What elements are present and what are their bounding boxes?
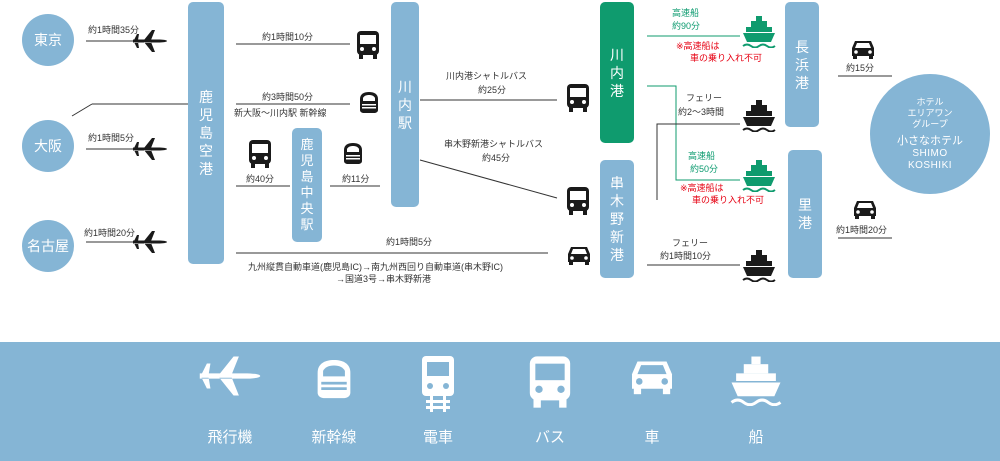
ferry-1-name: フェリー <box>686 93 723 103</box>
nagahama-car-time: 約15分 <box>846 63 875 73</box>
ship-icon <box>730 356 782 406</box>
airplane-icon <box>133 30 167 52</box>
legend-bar: 飛行機 新幹線 電車 バス 車 船 <box>0 342 1000 461</box>
legend-bus: バス <box>510 356 590 446</box>
hotel-line3: グループ <box>912 118 948 129</box>
legend-shinkansen: 新幹線 <box>294 356 374 446</box>
hotel-line1: ホテル <box>916 96 944 107</box>
hotel-line2: エリアワン <box>907 107 953 118</box>
nagoya-flight-time: 約1時間20分 <box>84 228 136 238</box>
ferry-2-time: 約1時間10分 <box>660 251 712 261</box>
highspeed-boat-1-time: 約90分 <box>672 21 701 31</box>
ferry-1-time: 約2～3時間 <box>678 107 725 117</box>
car-route-line2: →国道3号→串木野新港 <box>336 274 432 284</box>
legend-ship-label: 船 <box>748 429 764 446</box>
airplane-icon <box>199 356 261 396</box>
car-icon <box>854 201 876 219</box>
airport-bus-sendai-time: 約1時間10分 <box>262 32 314 42</box>
hub-nagahama-port: 長浜港 <box>785 2 819 127</box>
highspeed-boat-2-note2: 車の乗り入れ不可 <box>692 195 765 205</box>
highspeed-boat-2-time: 約50分 <box>690 164 719 174</box>
shinkansen-icon <box>344 143 362 164</box>
legend-car: 車 <box>612 356 692 446</box>
kushikino-shuttle-name: 串木野新港シャトルバス <box>444 139 544 149</box>
legend-train: 電車 <box>398 356 478 446</box>
shinkansen-icon <box>360 92 378 113</box>
shinkansen-icon <box>317 360 351 399</box>
origin-tokyo: 東京 <box>22 14 74 66</box>
legend-plane: 飛行機 <box>190 356 270 446</box>
hotel-line5: SHIMO <box>912 147 948 159</box>
sendai-shuttle-time: 約25分 <box>478 85 507 95</box>
hub-kagoshima-airport: 鹿児島空港 <box>188 2 224 264</box>
highspeed-boat-2-name: 高速船 <box>688 151 716 161</box>
train-icon <box>422 356 454 412</box>
bus-icon <box>567 84 589 112</box>
osaka-flight-time: 約1時間5分 <box>88 133 135 143</box>
car-icon <box>632 361 672 395</box>
legend-plane-label: 飛行機 <box>207 429 253 446</box>
sendai-shuttle-name: 川内港シャトルバス <box>446 71 528 81</box>
car-icon <box>852 41 874 59</box>
airplane-icon <box>133 138 167 160</box>
airport-bus-chuo-time: 約40分 <box>246 174 275 184</box>
car-icon <box>568 247 590 265</box>
osaka-shinkansen-note: 新大阪～川内駅 新幹線 <box>234 108 327 118</box>
bus-icon <box>357 31 379 59</box>
hub-sendai-station: 川内駅 <box>391 2 419 207</box>
highspeed-boat-1-note2: 車の乗り入れ不可 <box>690 53 763 63</box>
ferry-icon <box>742 100 776 132</box>
hub-kagoshima-chuo-station: 鹿児島中央駅 <box>292 128 322 242</box>
highspeed-boat-icon <box>742 16 776 48</box>
kushikino-shuttle-time: 約45分 <box>482 153 511 163</box>
legend-ship: 船 <box>716 356 796 446</box>
hub-sato-port: 里港 <box>788 150 822 278</box>
ferry-2-name: フェリー <box>672 238 709 248</box>
highspeed-boat-1-note1: ※高速船は <box>676 41 720 51</box>
tokyo-flight-time: 約1時間35分 <box>88 25 140 35</box>
chuo-shinkansen-time: 約11分 <box>342 174 370 184</box>
hotel-destination: ホテル エリアワン グループ 小さなホテル SHIMO KOSHIKI <box>870 74 990 194</box>
airplane-icon <box>133 231 167 253</box>
hotel-line4: 小さなホテル <box>897 134 963 147</box>
highspeed-boat-2-note1: ※高速船は <box>680 183 724 193</box>
highspeed-boat-1-name: 高速船 <box>672 8 700 18</box>
ferry-icon <box>742 250 776 282</box>
bus-icon <box>529 356 571 408</box>
hotel-line6: KOSHIKI <box>907 159 953 171</box>
legend-car-label: 車 <box>644 429 660 446</box>
legend-train-label: 電車 <box>422 429 453 446</box>
legend-bus-label: バス <box>534 429 565 446</box>
legend-shinkansen-label: 新幹線 <box>311 429 357 446</box>
route-lines <box>71 35 892 266</box>
bus-icon <box>249 140 271 168</box>
origin-nagoya: 名古屋 <box>22 220 74 272</box>
bus-icon <box>567 187 589 215</box>
highspeed-boat-icon <box>742 160 776 192</box>
origin-osaka: 大阪 <box>22 120 74 172</box>
car-route-line1: 九州縦貫自動車道(鹿児島IC)→南九州西回り自動車道(串木野IC) <box>248 262 503 272</box>
hub-sendai-port: 川内港 <box>600 2 634 143</box>
osaka-shinkansen-time: 約3時間50分 <box>262 92 314 102</box>
access-route-diagram: 東京 大阪 名古屋 鹿児島空港 鹿児島中央駅 川内駅 川内港 串木野新港 長浜港… <box>22 2 990 284</box>
car-time: 約1時間5分 <box>386 237 433 247</box>
hub-kushikino-port: 串木野新港 <box>600 160 634 278</box>
sato-car-time: 約1時間20分 <box>836 225 888 235</box>
